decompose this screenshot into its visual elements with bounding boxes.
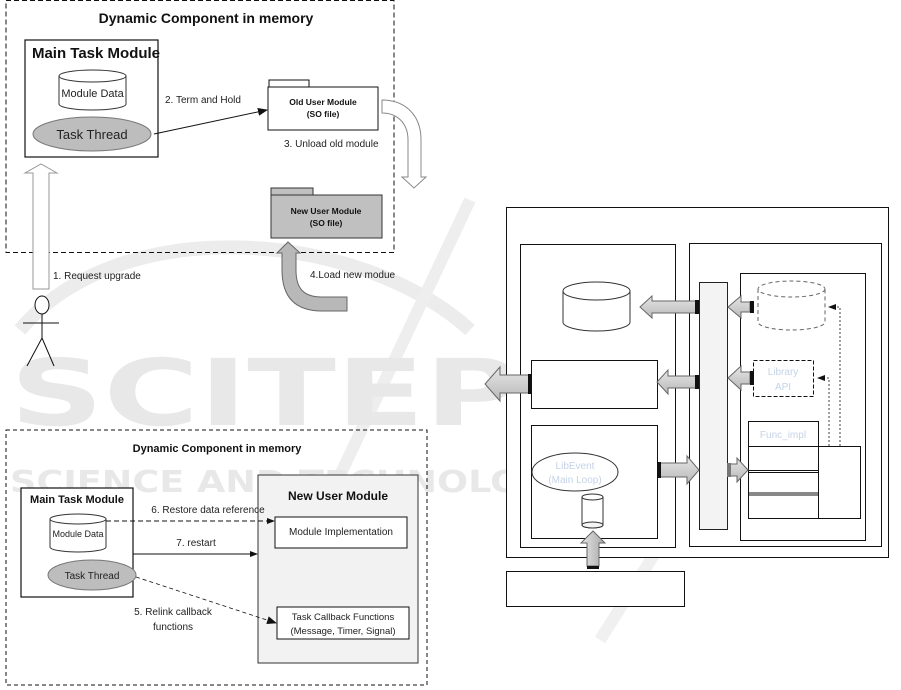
task-callback-label: Task Callback Functions: [292, 612, 395, 623]
bus-to-storage-arrow: [639, 294, 699, 320]
interface-box: [531, 360, 658, 409]
main-task-module: Main Task Module Module Data Task Thread: [24, 39, 160, 158]
libevent-sub: (Main Loop): [548, 475, 601, 486]
api-reference-line: [817, 375, 830, 446]
main-task-module: Main Task Module Module Data Task Thread: [20, 487, 137, 598]
task-thread-ellipse: [47, 559, 137, 591]
old-user-module-box: [267, 86, 379, 131]
relink-callback-sub: functions: [153, 622, 193, 633]
eventloop-to-bus-arrow: [657, 454, 700, 486]
task-callback-box: [276, 606, 410, 640]
new-user-module-title: New User Module: [288, 489, 388, 503]
new-user-module-label: New User Module: [291, 206, 362, 216]
relink-callback-label: 5. Relink callback: [134, 607, 213, 618]
unload-arrow: [381, 99, 428, 189]
storage-to-bus-arrow: [727, 294, 754, 320]
relink-diagram: Dynamic Component in memory Main Task Mo…: [5, 429, 428, 686]
old-user-module-label: Old User Module: [289, 97, 357, 107]
folder-tab: [268, 79, 310, 88]
new-user-module-folder: New User Module (SO file): [270, 187, 383, 239]
load-label: 4.Load new modue: [310, 270, 396, 281]
module-implementation-label: Module Implementation: [289, 527, 393, 538]
libevent-label: LibEvent: [556, 461, 595, 472]
library-api-label: Library: [768, 367, 799, 378]
task-callback-sub: (Message, Timer, Signal): [290, 626, 395, 637]
right-panel: [689, 243, 882, 547]
restore-data-label: 6. Restore data reference: [151, 505, 265, 516]
dynamic-component-container: [5, 429, 428, 686]
api-to-bus-arrow: [727, 364, 754, 392]
term-hold-label: 2. Term and Hold: [165, 95, 241, 106]
new-user-module-sub: (SO file): [310, 218, 343, 228]
main-task-module-title: Main Task Module: [32, 45, 160, 62]
interface-out-arrow: [484, 365, 532, 403]
watermark-swoosh: [14, 240, 475, 336]
relink-callback-arrow: [135, 576, 277, 624]
module-implementation-box: [274, 516, 408, 549]
func-table-side: [818, 446, 861, 519]
task-thread-label: Task Thread: [65, 571, 120, 582]
request-upgrade-arrow: [23, 163, 59, 290]
input-up-arrow: [579, 530, 607, 567]
input-source-box: [506, 571, 685, 607]
bus-to-func-arrow: [727, 456, 749, 484]
connector-stub: [587, 566, 599, 569]
container-title: Dynamic Component in memory: [133, 443, 303, 455]
task-thread-ellipse: [32, 116, 152, 152]
library-api-sub: API: [775, 382, 791, 393]
module-data-cylinder-icon: [58, 69, 127, 111]
module-data-cylinder-icon: [49, 513, 107, 553]
term-hold-arrow: [153, 107, 268, 135]
bus-bar: [699, 282, 728, 530]
new-user-module: New User Module Module Implementation Ta…: [257, 474, 419, 664]
new-user-module-box: [270, 194, 383, 239]
architecture-diagram: LibEvent (Main Loop) Library API Func_im…: [484, 207, 889, 607]
main-task-module-title: Main Task Module: [30, 494, 124, 506]
dynamic-component-container: [5, 0, 395, 253]
old-user-module-sub: (SO file): [307, 109, 340, 119]
module-data-label: Module Data: [61, 88, 124, 100]
request-upgrade-label: 1. Request upgrade: [53, 271, 141, 282]
dashed-storage-cylinder-icon: [757, 280, 826, 331]
func-impl-label: Func_impl: [760, 430, 806, 441]
container-title: Dynamic Component in memory: [99, 10, 314, 26]
user-actor-icon: [23, 295, 59, 367]
bus-to-interface-arrow: [656, 368, 699, 396]
libevent-ellipse: [531, 452, 619, 492]
input-cylinder-icon: [581, 493, 604, 529]
module-data-label: Module Data: [52, 529, 103, 539]
upgrade-diagram: Dynamic Component in memory Main Task Mo…: [5, 0, 428, 367]
task-thread-label: Task Thread: [56, 127, 127, 142]
folder-tab: [270, 187, 314, 196]
storage-cylinder-icon: [562, 281, 631, 332]
plugin-container: [740, 273, 866, 541]
load-arrow: [275, 241, 348, 312]
restart-label: 7. restart: [176, 538, 216, 549]
unload-label: 3. Unload old module: [284, 139, 379, 150]
old-user-module: Old User Module (SO file): [267, 79, 379, 131]
